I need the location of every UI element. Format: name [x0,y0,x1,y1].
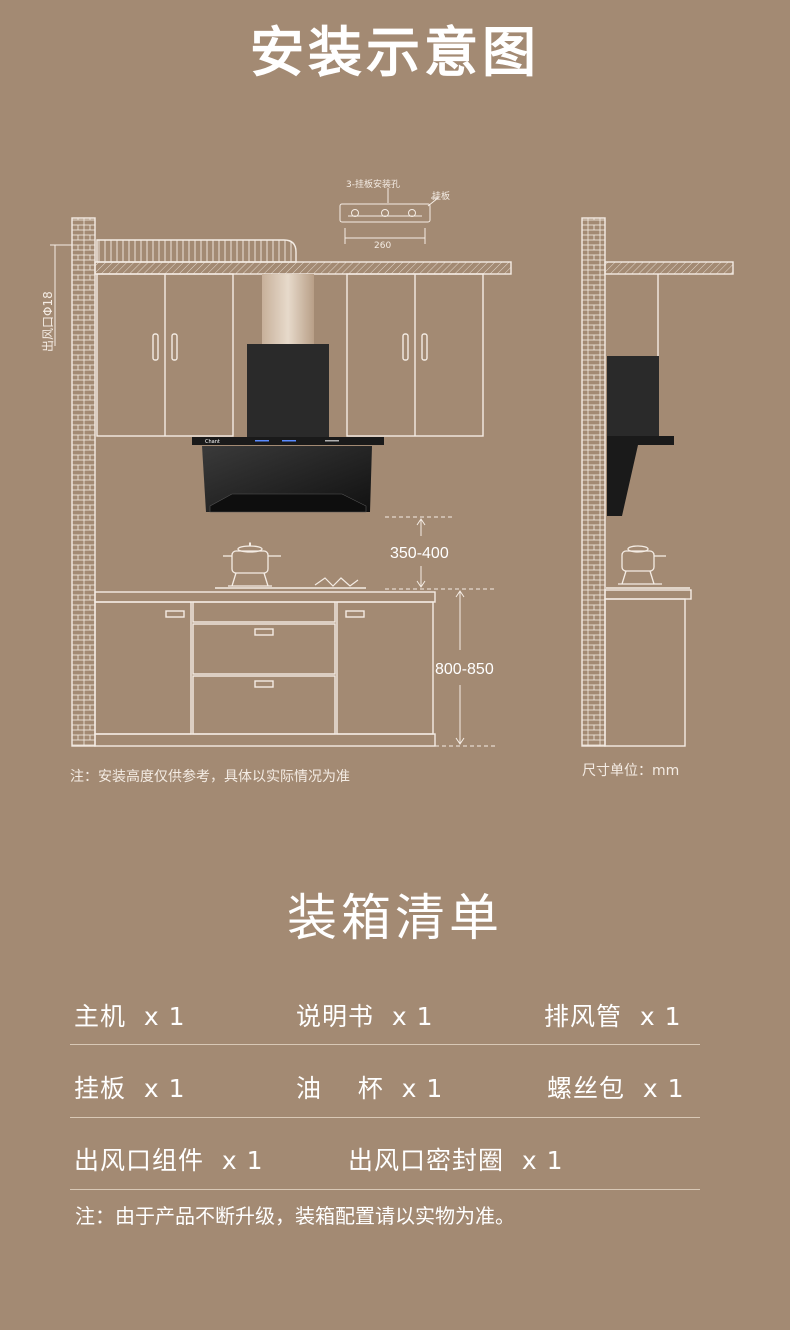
height-dimensions [385,516,495,747]
packing-note: 注：由于产品不断升级，装箱配置请以实物为准。 [75,1204,515,1228]
countertop [94,591,436,603]
hole-label: 3-挂板安装孔 [346,178,400,190]
plate-width-label: 260 [374,241,391,251]
outlet-label: 出风口Φ18 [41,291,55,352]
packing-item: 排风管 x 1 [544,1002,682,1031]
packing-item: 主机 x 1 [74,1002,186,1031]
divider [70,1189,700,1190]
burner [314,577,359,587]
packing-row-1: 主机 x 1 说明书 x 1 排风管 x 1 [70,997,700,1069]
packing-item: 挂板 x 1 [74,1074,186,1103]
unit-note: 尺寸单位：mm [582,763,680,779]
panel-lights [255,440,339,442]
hood-chimney [262,274,314,346]
side-hood-panel [607,436,674,516]
side-view [581,217,734,747]
packing-item: 说明书 x 1 [296,1002,434,1031]
packing-item: 油 杯 x 1 [296,1074,444,1103]
install-note: 注：安装高度仅供参考，具体以实际情况为准 [70,769,350,785]
side-hood-body [607,356,659,436]
divider [70,1044,700,1045]
hood-body [247,344,329,438]
exhaust-duct [96,239,297,263]
front-view [50,217,512,747]
installation-diagram: Chant 350-400 800-850 出风口Φ18 3-挂板安装孔 [41,178,734,747]
divider [70,1117,700,1118]
plate-label: 挂板 [432,190,450,202]
packing-item: 螺丝包 x 1 [547,1074,685,1103]
packing-item: 出风口密封圈 x 1 [348,1146,564,1175]
install-title: 安装示意图 [250,21,540,84]
side-pot [618,545,666,585]
packing-row-3: 出风口组件 x 1 出风口密封圈 x 1 [70,1141,700,1213]
pot [223,542,281,587]
height-label-lower: 800-850 [435,661,494,678]
mounting-plate-detail [339,188,440,244]
packing-row-2: 挂板 x 1 油 杯 x 1 螺丝包 x 1 [70,1069,700,1141]
left-brick-wall [71,217,96,747]
ceiling-slab [94,261,512,275]
right-brick-wall [581,217,606,747]
packing-title: 装箱清单 [287,889,503,947]
packing-item: 出风口组件 x 1 [74,1146,264,1175]
brand-label: Chant [205,439,220,445]
height-label-upper: 350-400 [390,545,449,562]
